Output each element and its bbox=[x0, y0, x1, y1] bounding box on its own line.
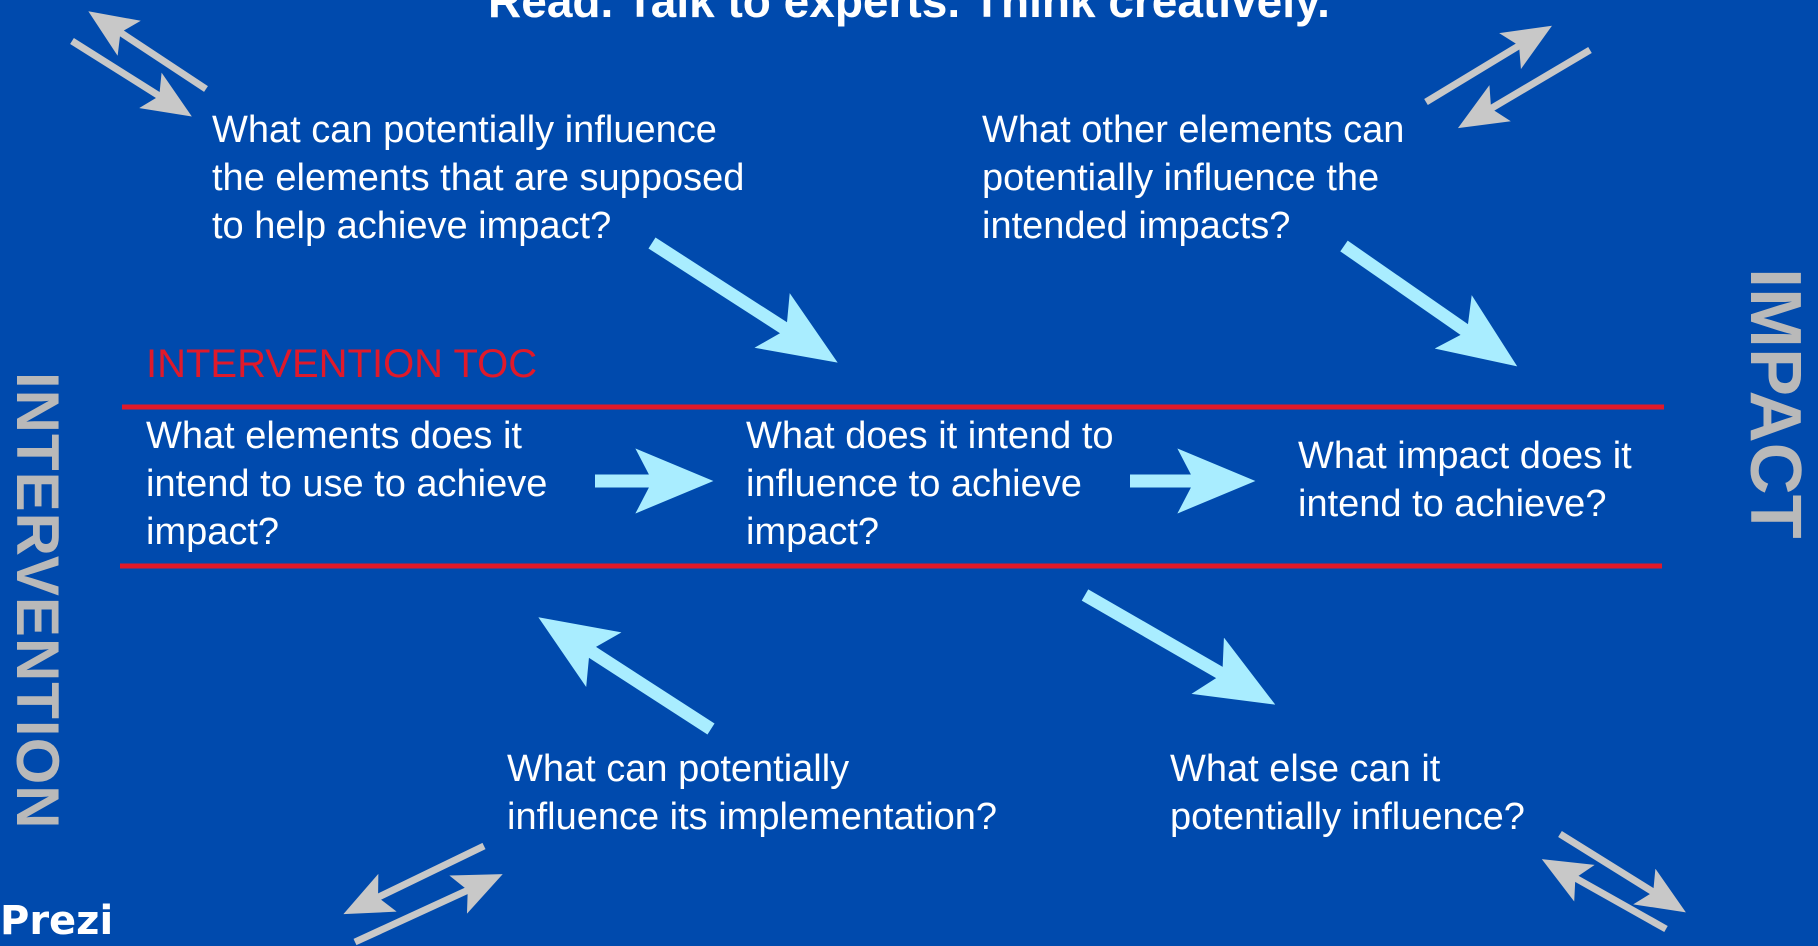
question-bottom-right: What else can it potentially influence? bbox=[1170, 748, 1525, 838]
question-middle-center: What does it intend to influence to achi… bbox=[746, 415, 1114, 553]
question-top-right: What other elements can potentially infl… bbox=[982, 109, 1405, 247]
feedback-arrow-bottomleft-a bbox=[343, 842, 486, 915]
headline: Read. Talk to experts. Think creatively. bbox=[488, 0, 1330, 27]
question-top-left: What can potentially influence the eleme… bbox=[212, 109, 745, 247]
prezi-logo: Prezi bbox=[0, 898, 114, 944]
arrow-bottomleft-to-elements bbox=[538, 617, 715, 735]
feedback-arrow-topright-a bbox=[1424, 25, 1552, 105]
feedback-arrow-bottomright-a bbox=[1558, 831, 1686, 913]
feedback-arrow-bottomleft-b bbox=[353, 874, 503, 946]
intervention-toc-label: INTERVENTION TOC bbox=[146, 342, 538, 386]
impact-side-label: IMPACT bbox=[1735, 268, 1815, 539]
intervention-side-label: INTERVENTION bbox=[4, 372, 71, 830]
arrow-center-to-bottomright bbox=[1081, 589, 1276, 705]
question-middle-left: What elements does it intend to use to a… bbox=[146, 415, 548, 553]
arrow-topright-to-impact bbox=[1340, 240, 1518, 367]
feedback-arrow-topleft-a bbox=[88, 11, 208, 92]
feedback-arrow-topright-b bbox=[1457, 46, 1592, 129]
arrow-topleft-to-center bbox=[648, 237, 838, 363]
question-bottom-left: What can potentially influence its imple… bbox=[507, 748, 998, 838]
feedback-arrow-topleft-b bbox=[70, 38, 192, 117]
question-middle-right: What impact does it intend to achieve? bbox=[1298, 435, 1632, 525]
feedback-arrow-bottomright-b bbox=[1541, 859, 1668, 933]
